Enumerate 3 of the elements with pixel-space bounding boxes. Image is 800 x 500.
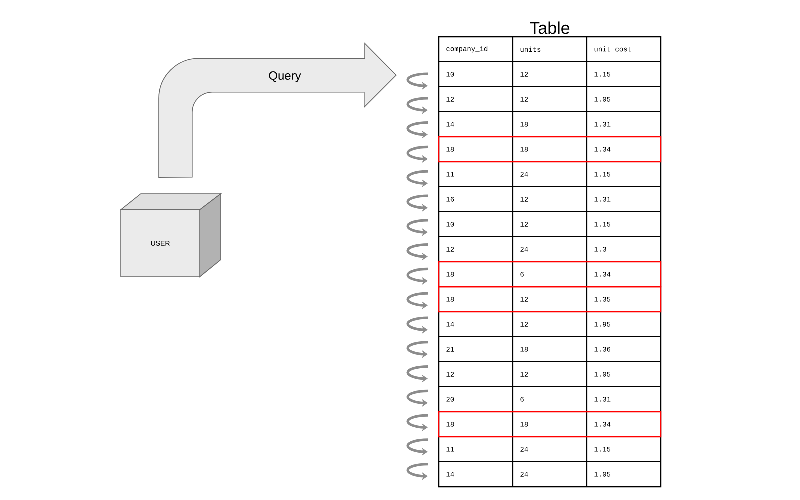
node-label: Table	[530, 22, 570, 34]
bent-arrow	[158, 43, 397, 178]
edge-label: Query	[269, 72, 302, 82]
